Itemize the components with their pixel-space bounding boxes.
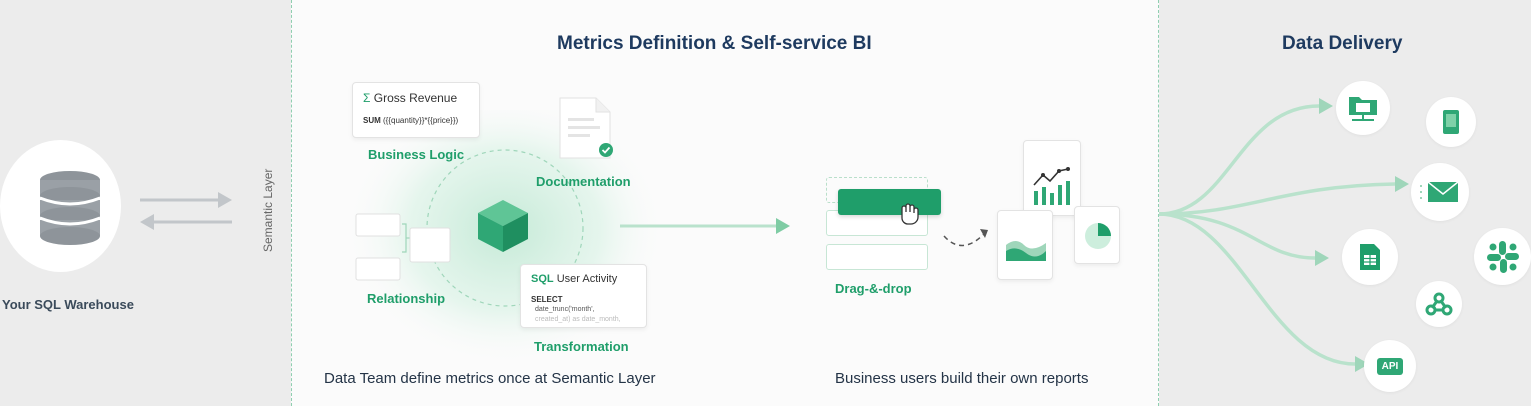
grab-hand-icon: [901, 203, 919, 225]
sql-line-2: date_trunc('month',: [535, 306, 595, 313]
sql-tag: SQL: [531, 273, 554, 285]
delivery-webhook[interactable]: [1416, 281, 1462, 327]
data-delivery-panel: [1159, 0, 1531, 406]
sql-card-name: User Activity: [556, 273, 618, 285]
delivery-sftp[interactable]: [1336, 81, 1390, 135]
area-chart-report-card: [997, 210, 1053, 280]
transformation-label: Transformation: [534, 339, 629, 354]
relationship-diagram: [355, 213, 451, 281]
mobile-phone-icon: [1443, 110, 1459, 134]
bidirectional-arrows-icon: [140, 192, 232, 230]
line-bar-chart-icon: [1033, 167, 1070, 205]
pie-chart-icon: [1085, 223, 1111, 249]
sql-line-1: SELECT: [531, 295, 563, 304]
line-chart-report-card: [1023, 140, 1081, 216]
drop-field-2[interactable]: [826, 244, 928, 270]
documentation-label: Documentation: [536, 174, 631, 189]
data-delivery-title: Data Delivery: [1282, 33, 1403, 54]
slack-icon: [1486, 240, 1519, 273]
warehouse-label: Your SQL Warehouse: [2, 297, 134, 312]
dragged-field-chip[interactable]: [838, 189, 941, 215]
sigma-icon: Σ: [363, 91, 371, 105]
middle-title: Metrics Definition & Self-service BI: [557, 33, 872, 54]
hub-to-reports-arrow: [620, 218, 790, 234]
formula-fn: SUM: [363, 116, 381, 125]
sql-line-3: created_at) as date_month,: [535, 316, 621, 323]
area-chart-icon: [1006, 241, 1046, 261]
semantic-cube-icon: [478, 200, 528, 252]
email-icon: [1420, 181, 1459, 202]
drag-drop-label: Drag-&-drop: [835, 281, 912, 296]
metric-name: Gross Revenue: [373, 91, 458, 105]
webhook-icon: [1425, 292, 1453, 316]
gross-revenue-card: Σ Gross Revenue SUM ({{quantity}}*{{pric…: [352, 82, 480, 138]
formula-body: ({{quantity}}*{{price}}): [383, 116, 459, 125]
document-icon: [559, 97, 613, 159]
caption-business-users: Business users build their own reports: [835, 370, 1089, 387]
delivery-email[interactable]: [1411, 163, 1469, 221]
delivery-slack[interactable]: [1474, 228, 1531, 285]
database-icon: [39, 171, 101, 245]
curved-arrow-icon: [943, 229, 988, 247]
delivery-api[interactable]: API: [1364, 340, 1416, 392]
business-logic-label: Business Logic: [368, 147, 465, 162]
folder-network-icon: [1349, 97, 1377, 121]
spreadsheet-icon: [1360, 244, 1380, 270]
delivery-flow-lines: [1159, 98, 1409, 372]
delivery-mobile[interactable]: [1426, 97, 1476, 147]
sql-transformation-card: SQL User Activity SELECT date_trunc('mon…: [520, 264, 647, 328]
delivery-google-sheets[interactable]: [1342, 229, 1398, 285]
pie-chart-report-card: [1074, 206, 1120, 264]
semantic-layer-label: Semantic Layer: [261, 168, 275, 252]
relationship-label: Relationship: [367, 291, 446, 306]
caption-data-team: Data Team define metrics once at Semanti…: [324, 370, 656, 387]
api-badge: API: [1376, 357, 1404, 375]
